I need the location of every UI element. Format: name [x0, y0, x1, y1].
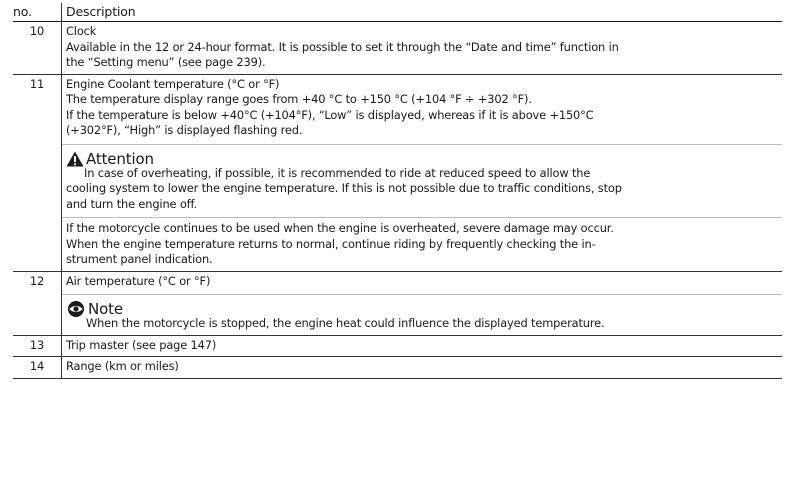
eye-icon — [66, 301, 86, 317]
header-number: no. — [13, 3, 62, 21]
attention-label: Attention — [86, 149, 154, 168]
row-description: Clock Available in the 12 or 24-hour for… — [62, 22, 782, 74]
table-row: 13 Trip master (see page 147) — [13, 335, 782, 357]
row-title: Range (km or miles) — [66, 359, 179, 373]
note-label: Note — [88, 300, 123, 318]
row-description: Engine Coolant temperature (°C or °F) Th… — [62, 75, 782, 271]
row-description: Air temperature (°C or °F) Note When the… — [62, 272, 782, 335]
followup-text-line: When the engine temperature returns to n… — [66, 236, 596, 251]
header-description: Description — [66, 4, 136, 19]
row-text-line: If the temperature is below +40°C (+104°… — [66, 107, 594, 122]
note-heading: Note — [66, 299, 782, 317]
row-number: 12 — [13, 271, 62, 335]
row-text-line: The temperature display range goes from … — [66, 92, 532, 106]
row-title: Trip master (see page 147) — [66, 337, 217, 352]
row-text-line: Available in the 12 or 24-hour format. I… — [66, 39, 619, 54]
row-title: Clock — [66, 24, 97, 38]
table-row: 10 Clock Available in the 12 or 24-hour … — [13, 22, 782, 75]
row-number: 13 — [13, 335, 62, 356]
table-header-row: no. Description — [13, 3, 782, 22]
row-title: Air temperature (°C or °F) — [66, 273, 211, 288]
row-description: Range (km or miles) — [62, 357, 782, 378]
row-title: Engine Coolant temperature (°C or °F) — [66, 76, 280, 91]
followup-text-line: strument panel indication. — [66, 252, 213, 266]
followup-text-line: If the motorcycle continues to be used w… — [66, 221, 614, 235]
warning-triangle-icon — [66, 151, 84, 167]
row-number: 10 — [13, 22, 62, 74]
attention-text-line: cooling system to lower the engine tempe… — [66, 181, 622, 195]
attention-block: Attention In case of overheating, if pos… — [62, 143, 782, 213]
attention-text-line: In case of overheating, if possible, it … — [84, 165, 591, 180]
table-row: 11 Engine Coolant temperature (°C or °F)… — [13, 74, 782, 272]
attention-heading: Attention — [66, 149, 782, 167]
row-number: 14 — [13, 357, 62, 378]
note-text-line: When the motorcycle is stopped, the engi… — [86, 316, 605, 330]
row-text-line: the “Setting menu” (see page 239). — [66, 55, 266, 69]
row-description: Trip master (see page 147) — [62, 336, 782, 357]
note-block: Note When the motorcycle is stopped, the… — [62, 294, 782, 332]
row-text-line: (+302°F), “High” is displayed flashing r… — [66, 123, 303, 137]
row-number: 11 — [13, 74, 62, 271]
table-row: 14 Range (km or miles) — [13, 357, 782, 379]
followup-block: If the motorcycle continues to be used w… — [62, 217, 782, 268]
description-table: no. Description 10 Clock Available in th… — [13, 3, 782, 379]
attention-text-line: and turn the engine off. — [66, 196, 198, 211]
table-row: 12 Air temperature (°C or °F) Note When … — [13, 271, 782, 336]
